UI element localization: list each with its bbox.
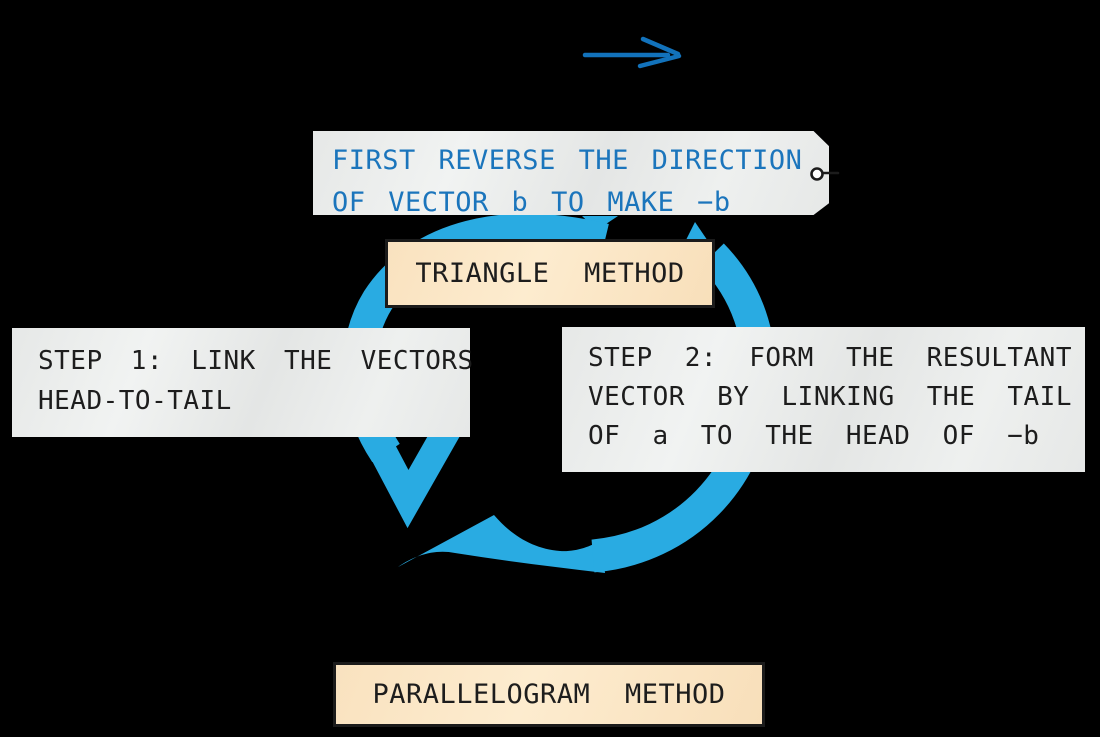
cycle-arrowhead-down-icon xyxy=(358,420,462,529)
step2-line-3: OF a TO THE HEAD OF −b xyxy=(588,421,1040,451)
step1-line-2: HEAD-TO-TAIL xyxy=(38,386,232,416)
triangle-method-label: TRIANGLE METHOD xyxy=(415,258,685,289)
callout-reverse-vector-note: FIRST REVERSE THE DIRECTION OF VECTOR b … xyxy=(313,131,829,215)
cycle-bottom-swoosh-tail xyxy=(398,515,605,573)
cycle-arc-tail-notch xyxy=(582,216,618,230)
step2-line-1: STEP 2: FORM THE RESULTANT xyxy=(588,343,1072,373)
callout-line-1: FIRST REVERSE THE DIRECTION xyxy=(332,145,803,176)
right-arrow-icon xyxy=(582,36,682,69)
parallelogram-method-box: PARALLELOGRAM METHOD xyxy=(333,662,765,727)
callout-line-2: OF VECTOR b TO MAKE −b xyxy=(332,187,731,218)
parallelogram-method-label: PARALLELOGRAM METHOD xyxy=(372,679,726,710)
step2-line-2: VECTOR BY LINKING THE TAIL xyxy=(588,382,1072,412)
triangle-method-box: TRIANGLE METHOD xyxy=(385,239,715,308)
step1-line-1: STEP 1: LINK THE VECTORS xyxy=(38,346,474,376)
step1-box: STEP 1: LINK THE VECTORS HEAD-TO-TAIL xyxy=(12,328,474,437)
step2-box: STEP 2: FORM THE RESULTANT VECTOR BY LIN… xyxy=(562,327,1085,472)
